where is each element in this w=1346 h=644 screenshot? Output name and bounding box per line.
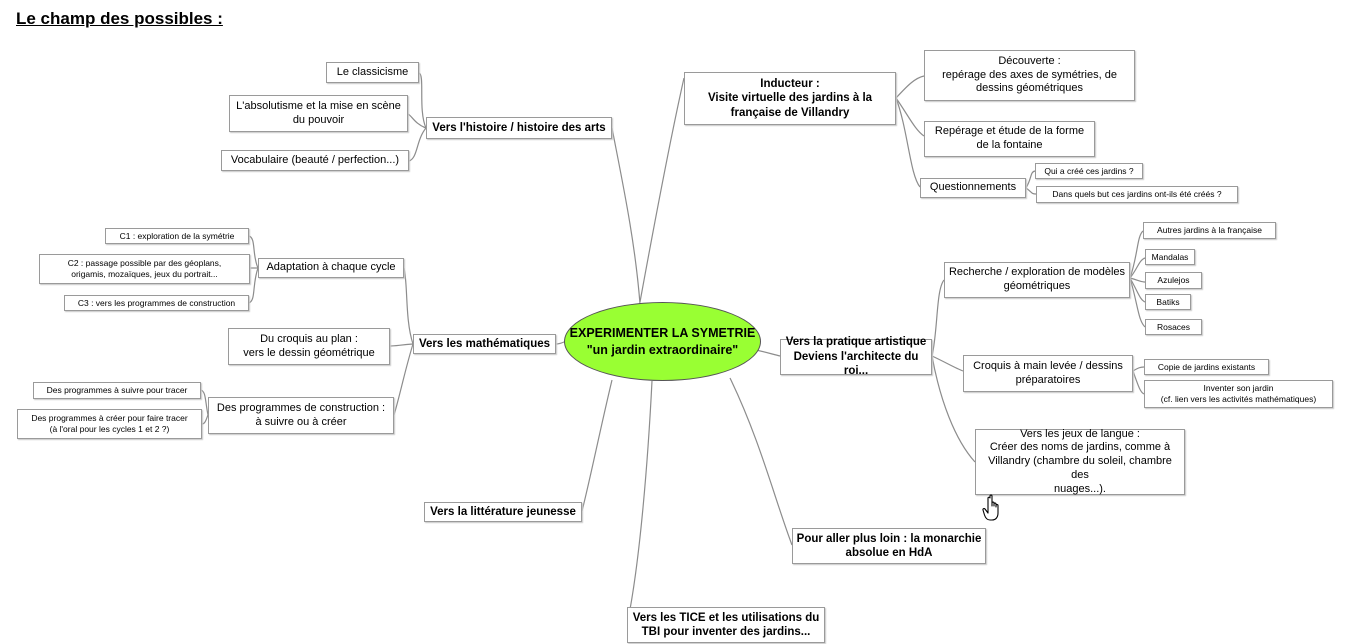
connector-center-pratique	[755, 349, 781, 357]
node-autres-jardins[interactable]: Autres jardins à la française	[1143, 222, 1276, 239]
connector-center-litterature	[581, 379, 613, 512]
node-pratique-artistique[interactable]: Vers la pratique artistique Deviens l'ar…	[780, 336, 932, 377]
connector-maths-croquis	[389, 343, 414, 347]
node-c2-passage[interactable]: C2 : passage possible par des géoplans, …	[39, 254, 250, 284]
connector-histoire-c1	[418, 72, 427, 129]
connector-programmes-c2	[201, 414, 209, 425]
connector-center-inducteur	[639, 77, 685, 303]
connector-inducteur-questions	[895, 97, 921, 188]
node-mandalas[interactable]: Mandalas	[1145, 249, 1195, 265]
node-qui-a-cree[interactable]: Qui a créé ces jardins ?	[1035, 163, 1143, 179]
connector-pratique-jeux	[931, 355, 976, 463]
node-dans-quels-but[interactable]: Dans quels but ces jardins ont-ils été c…	[1036, 186, 1238, 203]
node-croquis-main-levee[interactable]: Croquis à main levée / dessins préparato…	[963, 355, 1133, 392]
node-c1-exploration[interactable]: C1 : exploration de la symétrie	[105, 228, 249, 244]
page-title: Le champ des possibles :	[16, 9, 223, 28]
node-inducteur[interactable]: Inducteur : Visite virtuelle des jardins…	[684, 72, 896, 125]
node-programmes-suivre[interactable]: Des programmes à suivre pour tracer	[33, 382, 201, 399]
connector-recherche-rosaces	[1129, 277, 1146, 328]
node-programmes-creer[interactable]: Des programmes à créer pour faire tracer…	[17, 409, 202, 439]
node-azulejos[interactable]: Azulejos	[1145, 272, 1202, 289]
connector-histoire-c3	[408, 127, 427, 162]
node-adaptation-cycle[interactable]: Adaptation à chaque cycle	[258, 258, 404, 278]
connector-center-tice	[627, 380, 653, 621]
node-vers-histoire[interactable]: Vers l'histoire / histoire des arts	[426, 117, 612, 139]
node-c3-programmes[interactable]: C3 : vers les programmes de construction	[64, 295, 249, 311]
connector-recherche-batiks	[1129, 277, 1146, 303]
central-topic-line2: "un jardin extraordinaire"	[586, 342, 739, 357]
node-reperage-fontaine[interactable]: Repérage et étude de la forme de la font…	[924, 121, 1095, 157]
node-decouverte[interactable]: Découverte : repérage des axes de symétr…	[924, 50, 1135, 101]
node-batiks[interactable]: Batiks	[1145, 294, 1191, 310]
connector-histoire-c2	[407, 113, 427, 129]
node-vocabulaire[interactable]: Vocabulaire (beauté / perfection...)	[221, 150, 409, 171]
node-inventer-jardin[interactable]: Inventer son jardin (cf. lien vers les a…	[1144, 380, 1333, 408]
node-questionnements[interactable]: Questionnements	[920, 178, 1026, 198]
connector-pratique-recherche	[931, 279, 945, 357]
node-pour-aller-plus-loin[interactable]: Pour aller plus loin : la monarchie abso…	[792, 528, 986, 564]
connector-maths-programmes	[393, 343, 414, 416]
node-absolutisme[interactable]: L'absolutisme et la mise en scène du pou…	[229, 95, 408, 132]
node-croquis-plan[interactable]: Du croquis au plan : vers le dessin géom…	[228, 328, 390, 365]
connector-croquis-copie	[1132, 366, 1145, 372]
node-vers-litterature[interactable]: Vers la littérature jeunesse	[424, 502, 582, 522]
connector-center-pluslouin	[729, 377, 793, 546]
node-vers-mathematiques[interactable]: Vers les mathématiques	[413, 334, 556, 354]
connector-adaptation-c3	[248, 267, 259, 304]
connector-programmes-c1	[200, 389, 209, 416]
central-topic[interactable]: EXPERIMENTER LA SYMETRIE "un jardin extr…	[564, 302, 761, 381]
node-rosaces[interactable]: Rosaces	[1145, 319, 1202, 335]
node-programmes-construction[interactable]: Des programmes de construction : à suivr…	[208, 397, 394, 434]
node-jeux-de-langue[interactable]: Vers les jeux de langue : Créer des noms…	[975, 428, 1185, 495]
connector-inducteur-fontaine	[895, 97, 925, 137]
connector-maths-adaptation	[403, 267, 414, 345]
node-le-classicisme[interactable]: Le classicisme	[326, 62, 419, 83]
connector-recherche-mandalas	[1129, 257, 1146, 279]
connector-croquis-inventer	[1132, 370, 1145, 395]
node-copie-jardins[interactable]: Copie de jardins existants	[1144, 359, 1269, 375]
hand-pointer-icon	[982, 494, 999, 521]
connector-recherche-azulejos	[1129, 277, 1146, 283]
connector-pratique-croquis	[931, 355, 964, 372]
connector-questions-c2	[1025, 187, 1037, 195]
connector-questions-c1	[1025, 170, 1036, 189]
node-recherche-modeles[interactable]: Recherche / exploration de modèles géomé…	[944, 262, 1130, 298]
connector-center-histoire	[611, 127, 641, 305]
connector-recherche-autres	[1129, 230, 1144, 279]
node-vers-tice[interactable]: Vers les TICE et les utilisations du TBI…	[627, 607, 825, 643]
central-topic-line1: EXPERIMENTER LA SYMETRIE	[569, 326, 756, 341]
connector-adaptation-c1	[248, 235, 259, 269]
connector-inducteur-decouverte	[895, 75, 925, 99]
